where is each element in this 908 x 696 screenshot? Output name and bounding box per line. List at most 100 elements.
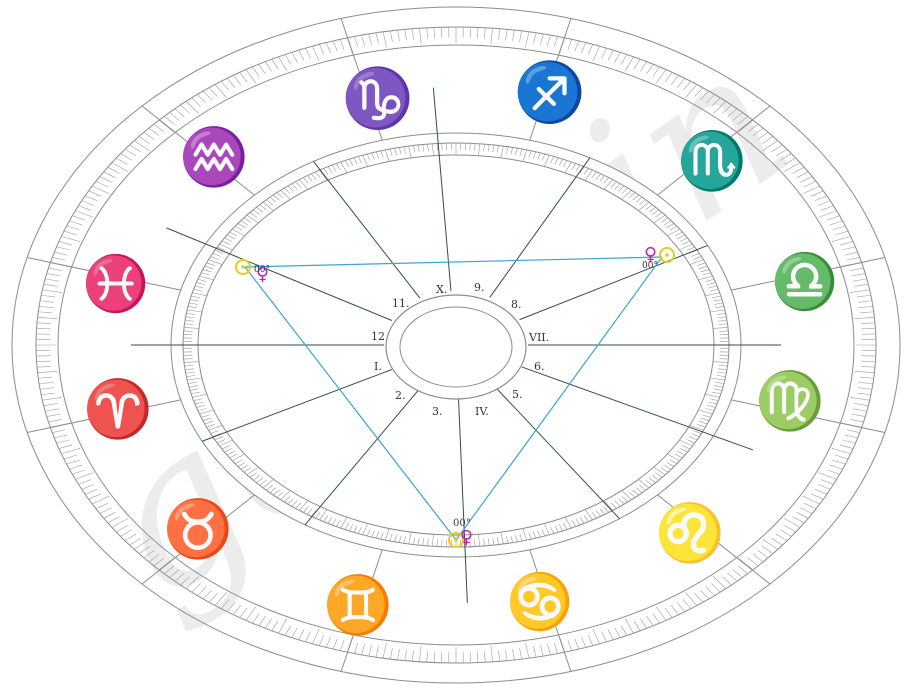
degree-tick [852,273,866,275]
degree-tick [505,650,507,661]
pisces-icon: ♓ [82,252,149,315]
degree-tick [419,646,421,662]
degree-tick [37,366,51,367]
degree-tick [842,247,855,250]
degree-tick [149,128,159,136]
degree-tick [581,43,585,53]
degree-tick [581,637,585,647]
sun-icon-dot [454,538,458,542]
degree-tick [265,62,271,72]
degree-tick [793,517,805,523]
degree-tick [37,361,51,362]
degree-tick [44,284,58,286]
degree-tick [784,525,795,531]
degree-tick [362,35,365,46]
degree-tick [285,625,291,635]
degree-tick [525,32,528,48]
capricorn-icon: ♑ [342,64,414,132]
degree-tick [738,566,748,574]
degree-tick [52,430,65,433]
degree-tick [854,317,874,318]
degree-tick [100,176,112,182]
degree-tick [733,570,743,578]
degree-tick [38,312,52,313]
degree-tick [772,538,783,545]
degree-tick [547,35,550,46]
degree-tick [855,404,869,406]
degree-tick [246,70,256,84]
degree-tick [653,614,660,624]
degree-tick [354,36,357,47]
aquarius-icon: ♒ [179,125,249,190]
degree-tick [758,550,768,557]
degree-tick [39,382,53,383]
degree-tick [498,29,499,40]
degree-tick [175,109,184,117]
degree-tick [116,158,127,164]
degree-tick [748,558,758,566]
degree-tick [340,640,344,651]
degree-tick [299,630,304,640]
taurus-icon: ♉ [163,497,233,562]
degree-tick [41,295,55,297]
degree-tick [859,382,873,383]
degree-tick [683,600,691,609]
degree-tick [427,28,428,39]
gemini-icon: ♊ [323,573,393,638]
degree-tick [533,33,536,44]
degree-tick [525,642,528,658]
degree-tick [568,39,572,50]
degree-tick [252,614,259,624]
degree-tick [61,236,80,241]
degree-tick [832,226,845,230]
degree-tick [491,28,493,44]
degree-tick [154,124,164,132]
degree-tick [305,48,310,58]
degree-tick [853,409,867,411]
degree-tick [252,67,259,77]
degree-tick [498,650,499,661]
degree-tick [38,371,58,372]
degree-tick [40,388,54,390]
degree-tick [38,317,58,318]
degree-tick [830,221,843,225]
degree-tick [180,105,189,113]
degree-tick [265,619,271,629]
degree-tick [854,371,874,372]
degree-tick [259,616,266,626]
degree-tick [203,91,211,100]
degree-tick [376,33,379,44]
degree-tick [804,503,816,509]
degree-tick [52,257,65,260]
degree-tick [861,366,875,367]
degree-tick [292,628,297,638]
house-label: IV. [475,405,489,418]
degree-tick [89,191,101,196]
degree-tick [48,268,62,271]
house-label: I. [374,360,382,373]
degree-tick [383,642,386,658]
degree-tick [593,629,600,644]
degree-tick [405,650,407,661]
degree-tick [246,607,256,621]
cancer-icon: ♋ [506,570,573,633]
degree-tick [840,445,853,449]
degree-tick [305,632,310,642]
degree-tick [797,512,809,518]
degree-tick [625,619,633,634]
house-label: 5. [512,388,523,401]
degree-tick [42,290,62,293]
degree-tick [540,34,543,45]
degree-tick [412,29,413,40]
degree-tick [434,27,435,38]
degree-tick [221,81,229,90]
degree-tick [575,639,579,650]
degree-tick [326,43,330,53]
degree-tick [45,279,59,281]
house-label: 3. [432,405,443,418]
degree-tick [821,206,834,211]
degree-tick [640,619,646,629]
degree-tick [520,31,522,42]
degree-label: 00° [453,518,471,529]
